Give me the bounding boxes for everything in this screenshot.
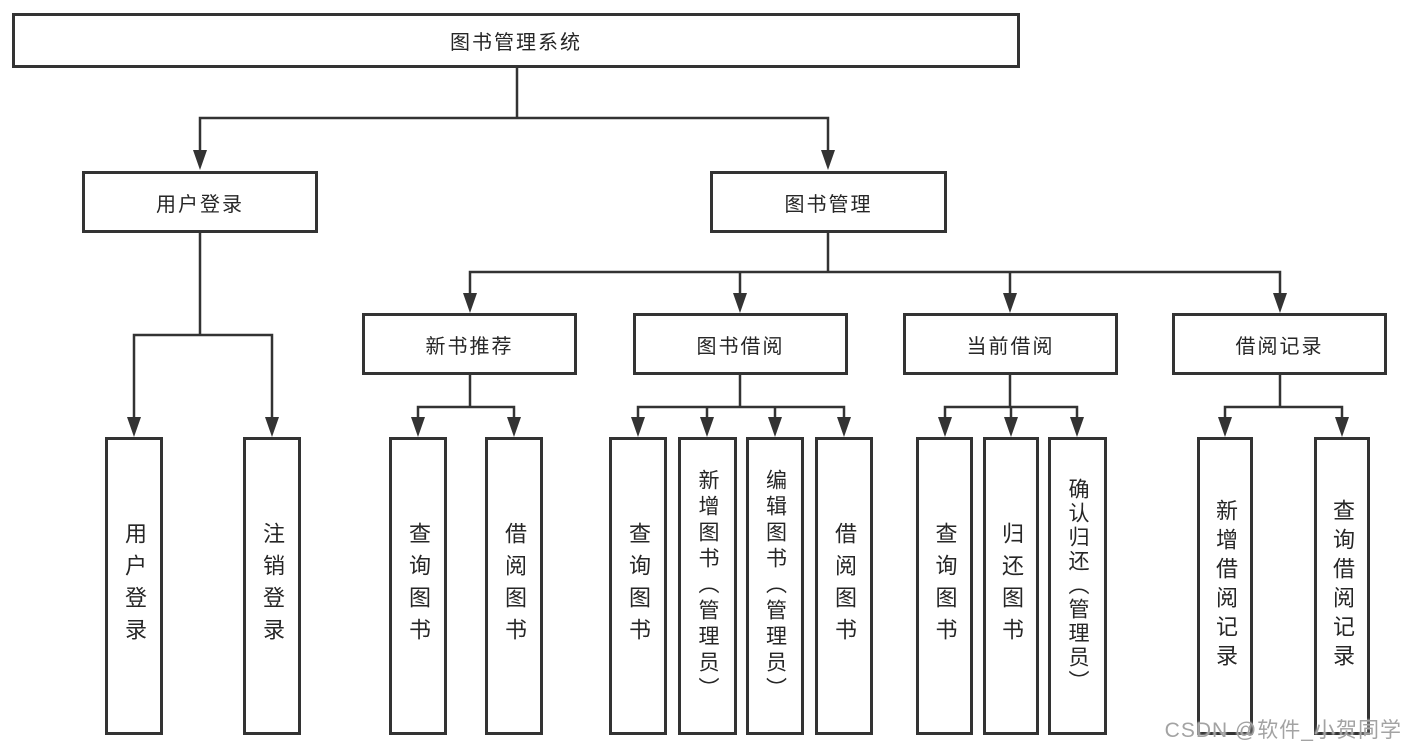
- leaf-current-return-books: 归还图书: [983, 437, 1039, 735]
- node-label: 查询图书: [626, 522, 651, 650]
- node-label: 借阅图书: [832, 522, 857, 650]
- node-label: 用户登录: [122, 522, 147, 650]
- arrowheads: [127, 150, 1349, 437]
- node-label: 归还图书: [999, 522, 1024, 650]
- leaf-user-login: 用户登录: [105, 437, 163, 735]
- node-book-borrowing: 图书借阅: [633, 313, 848, 375]
- leaf-current-confirm-return-admin: 确认归还（管理员）: [1048, 437, 1107, 735]
- node-book-management: 图书管理: [710, 171, 947, 233]
- leaf-borrow-edit-books-admin: 编辑图书（管理员）: [746, 437, 804, 735]
- node-label: 注销登录: [260, 522, 285, 650]
- leaf-newbook-borrow-books: 借阅图书: [485, 437, 543, 735]
- node-label: 查询图书: [406, 522, 431, 650]
- node-label: 新增图书（管理员）: [696, 469, 719, 703]
- node-label: 新增借阅记录: [1213, 499, 1238, 673]
- leaf-logout: 注销登录: [243, 437, 301, 735]
- node-current-borrowing: 当前借阅: [903, 313, 1118, 375]
- csdn-watermark: CSDN @软件_小贺同学: [1164, 719, 1402, 742]
- leaf-borrow-borrow-books: 借阅图书: [815, 437, 873, 735]
- node-label: 编辑图书（管理员）: [763, 469, 787, 703]
- node-label: 查询图书: [932, 522, 958, 650]
- leaf-records-add-record: 新增借阅记录: [1197, 437, 1253, 735]
- node-new-book-recommend: 新书推荐: [362, 313, 577, 375]
- leaf-current-query-books: 查询图书: [916, 437, 973, 735]
- node-borrow-records: 借阅记录: [1172, 313, 1387, 375]
- leaf-borrow-query-books: 查询图书: [609, 437, 667, 735]
- leaf-borrow-add-books-admin: 新增图书（管理员）: [678, 437, 737, 735]
- node-user-login: 用户登录: [82, 171, 318, 233]
- leaf-newbook-query-books: 查询图书: [389, 437, 447, 735]
- node-root-library-system: 图书管理系统: [12, 13, 1020, 68]
- node-label: 借阅图书: [502, 522, 527, 650]
- node-label: 确认归还（管理员）: [1066, 478, 1089, 694]
- node-label: 查询借阅记录: [1330, 499, 1355, 673]
- leaf-records-query-record: 查询借阅记录: [1314, 437, 1370, 735]
